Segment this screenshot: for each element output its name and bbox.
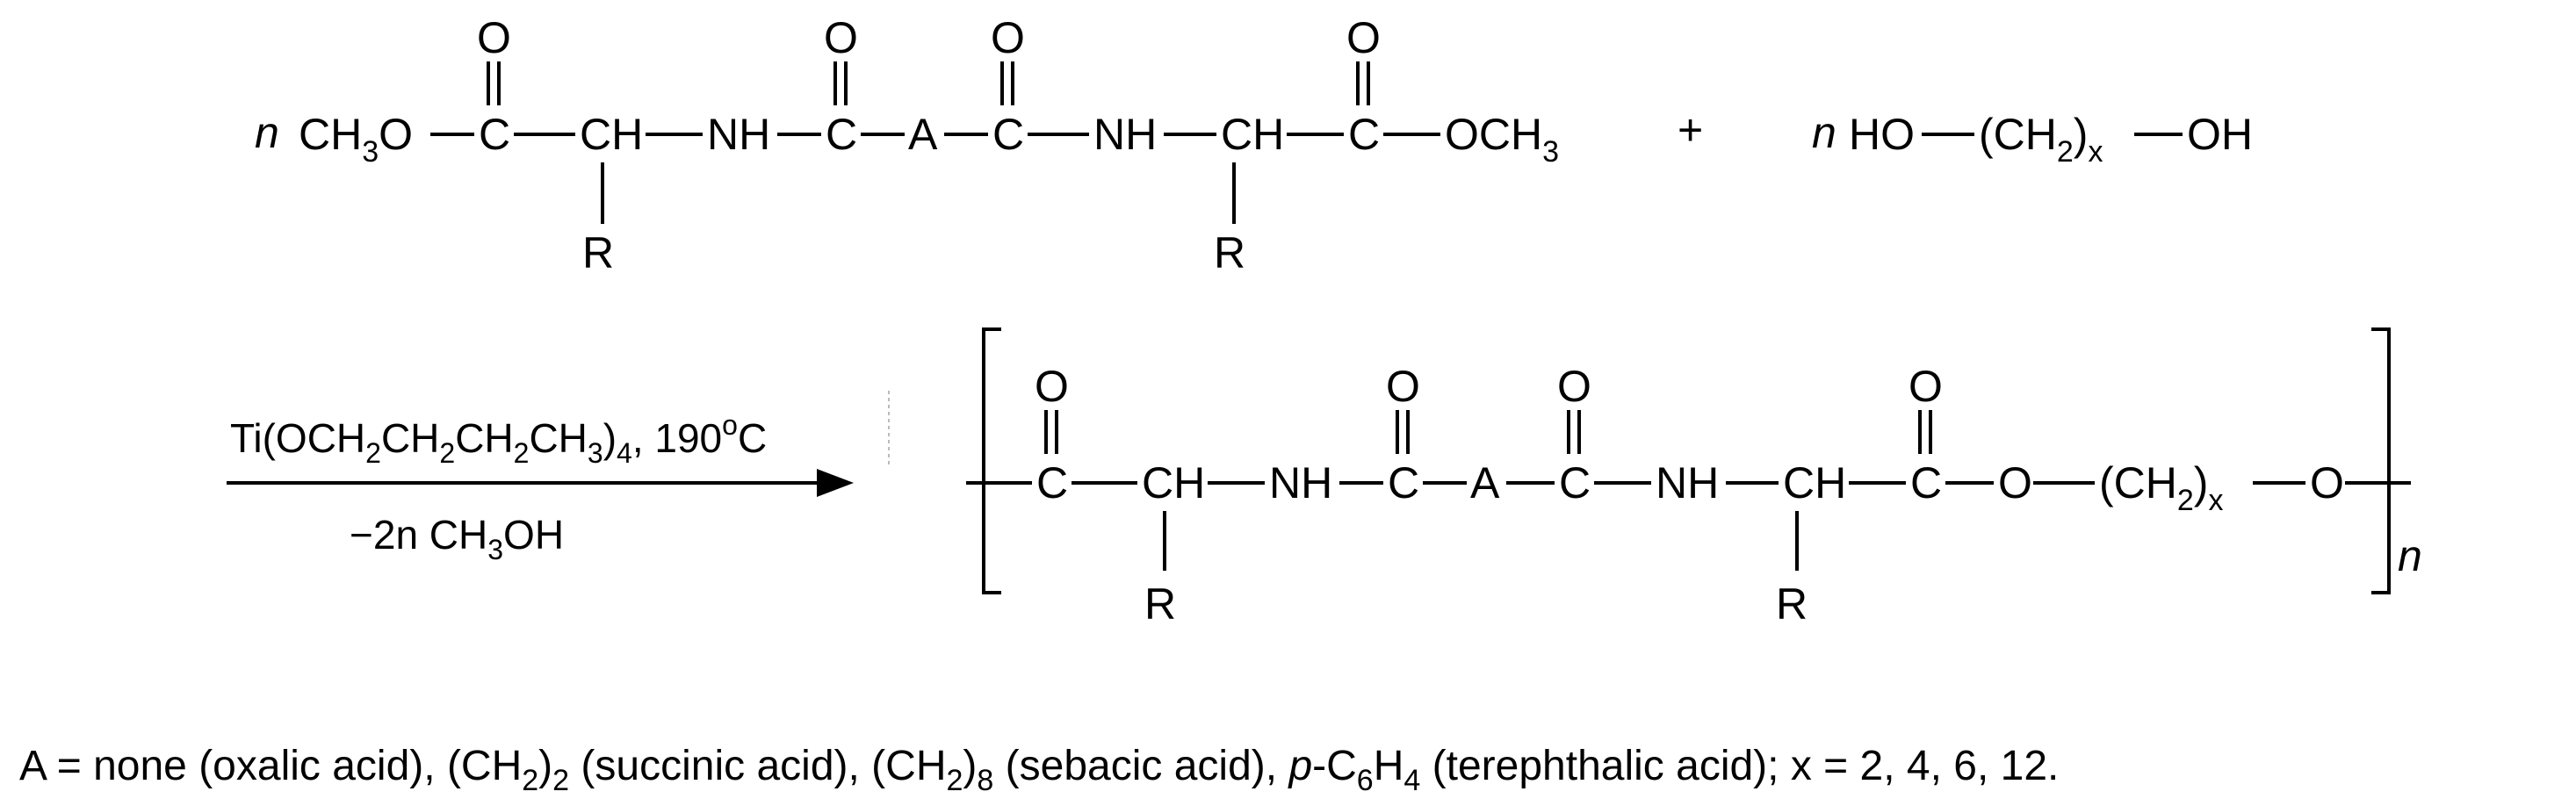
plus-sign: + <box>1678 105 1703 155</box>
product-ester-oxygen: O <box>1998 458 2032 507</box>
side-chain-r-2: R <box>1214 228 1245 277</box>
product-side-chain-r-2: R <box>1776 579 1808 629</box>
product-carbonyl-oxygen-2: O <box>1386 362 1420 411</box>
alpha-carbon-2: CH <box>1221 110 1284 159</box>
product-carbonyl-oxygen-3: O <box>1557 362 1591 411</box>
carbonyl-carbon-4: C <box>1348 110 1380 159</box>
diol-methylene-chain: (CH2)x <box>1979 110 2103 169</box>
reactant1-methoxy-group: CH3O <box>299 110 413 169</box>
product-carbonyl-carbon-4: C <box>1910 458 1942 507</box>
diol-hydroxyl-right: OH <box>2187 110 2253 159</box>
substituent-legend: A = none (oxalic acid), (CH2)2 (succinic… <box>19 743 2059 797</box>
reactant2-coefficient: n <box>1812 108 1836 157</box>
product-amide-nh-1: NH <box>1269 458 1332 507</box>
reaction-arrow-head <box>817 469 854 497</box>
reactant-diol: n HO (CH2)x OH <box>1812 108 2253 169</box>
product-linker-a: A <box>1470 458 1500 507</box>
amide-nh-1: NH <box>707 110 770 159</box>
product-carbonyl-carbon-3: C <box>1559 458 1591 507</box>
methyl-ester-group: OCH3 <box>1445 110 1559 169</box>
product-carbonyl-carbon-1: C <box>1036 458 1068 507</box>
catalyst-and-temperature: Ti(OCH2CH2CH2CH3)4, 190oC <box>230 409 767 469</box>
reactant1-coefficient: n <box>255 108 279 157</box>
reaction-conditions: Ti(OCH2CH2CH2CH3)4, 190oC −2n CH3OH <box>227 391 890 565</box>
product-side-chain-r-1: R <box>1144 579 1176 629</box>
carbonyl-carbon-3: C <box>992 110 1024 159</box>
alpha-carbon-1: CH <box>580 110 643 159</box>
amide-nh-2: NH <box>1093 110 1157 159</box>
repeat-unit-index: n <box>2398 531 2422 580</box>
product-repeat-unit: C O CH R NH C O A C O NH CH R C O O <box>966 327 2422 629</box>
left-bracket <box>982 327 1001 594</box>
carbonyl-oxygen-4: O <box>1346 13 1381 62</box>
product-carbonyl-carbon-2: C <box>1388 458 1419 507</box>
side-chain-r-1: R <box>582 228 614 277</box>
carbonyl-oxygen-3: O <box>991 13 1025 62</box>
product-alpha-carbon-2: CH <box>1783 458 1846 507</box>
carbonyl-carbon-2: C <box>826 110 857 159</box>
carbonyl-oxygen-1: O <box>477 13 511 62</box>
product-methylene-chain: (CH2)x <box>2099 458 2223 517</box>
product-end-oxygen: O <box>2310 458 2344 507</box>
product-alpha-carbon-1: CH <box>1142 458 1205 507</box>
diol-hydroxyl-left: HO <box>1849 110 1915 159</box>
right-bracket <box>2371 327 2391 594</box>
linker-a: A <box>908 110 938 159</box>
carbonyl-oxygen-2: O <box>824 13 858 62</box>
carbonyl-carbon-1: C <box>479 110 510 159</box>
methanol-byproduct: −2n CH3OH <box>350 512 564 565</box>
product-carbonyl-oxygen-1: O <box>1035 362 1069 411</box>
reactant-diester-diamide: n CH3O C O CH R NH C O A C O NH CH R C <box>255 13 1559 277</box>
product-carbonyl-oxygen-4: O <box>1909 362 1943 411</box>
product-amide-nh-2: NH <box>1656 458 1719 507</box>
